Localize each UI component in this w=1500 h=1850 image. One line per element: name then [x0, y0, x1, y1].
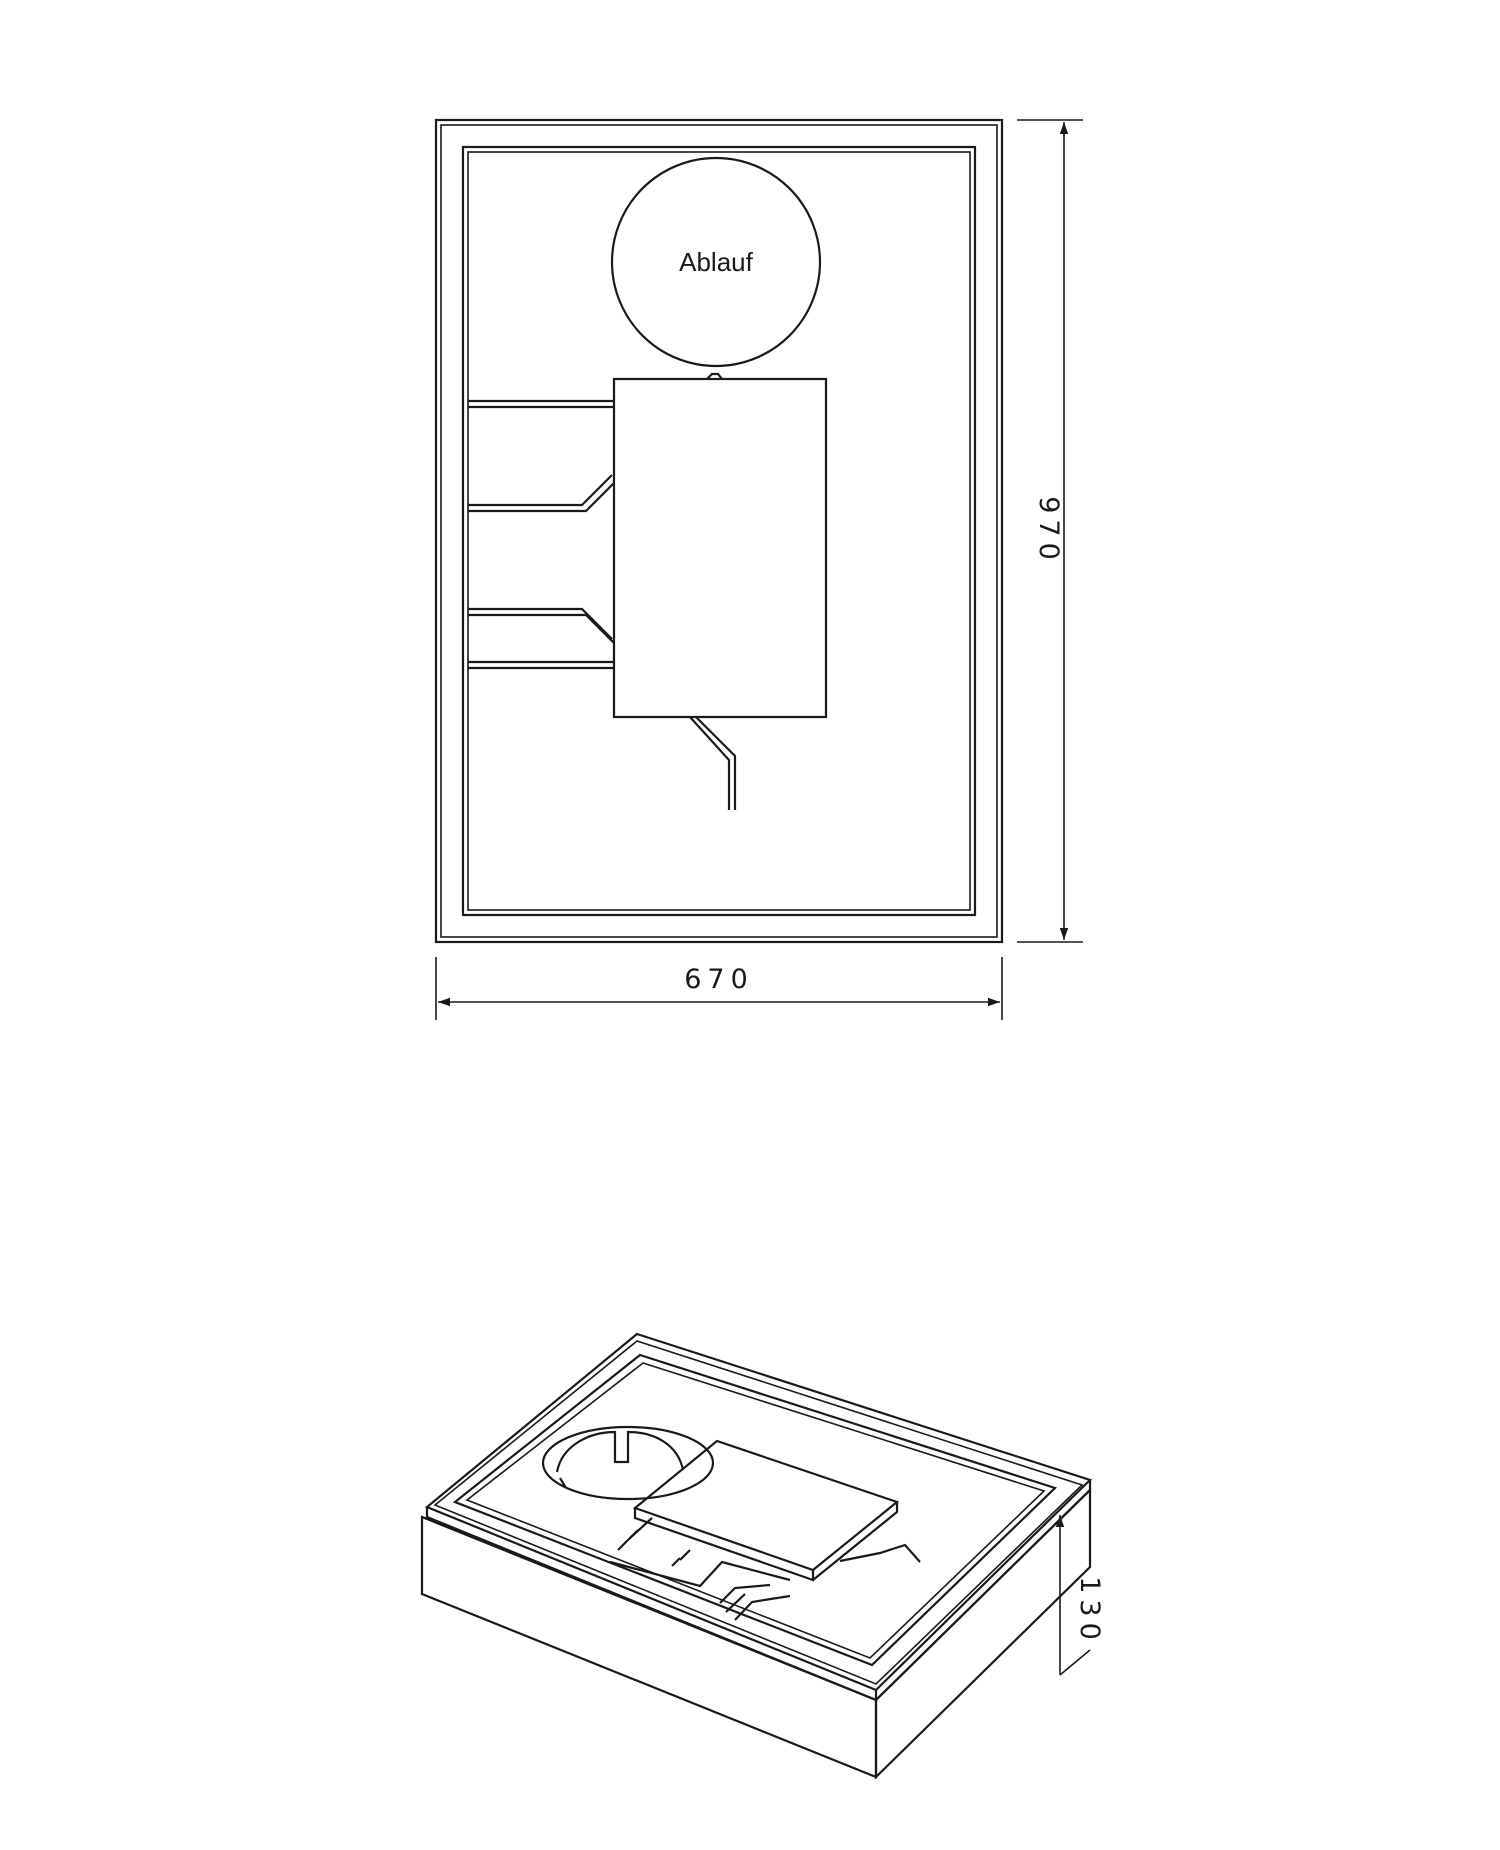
support-plate: [612, 377, 828, 719]
base-front-face: [420, 1515, 878, 1779]
tray-outer-outline: [434, 118, 1004, 944]
tray-inner-rim: [452, 1353, 1058, 1667]
tray-lip-front: [425, 1507, 878, 1702]
drain-circle: [610, 156, 822, 368]
drain-channels: [468, 372, 737, 810]
support-plate-iso: [632, 1439, 900, 1582]
top-view: Ablauf 670 970: [434, 118, 1083, 1020]
height-dimension: 130: [1055, 1515, 1105, 1676]
drain-channels-iso: [609, 1517, 921, 1621]
tray-inner-rim: [461, 145, 977, 917]
isometric-view: 130: [420, 1332, 1105, 1780]
base-right-face: [874, 1487, 1092, 1780]
length-dimension-label: 970: [1033, 496, 1064, 566]
tray-inner-rim-inner: [465, 1362, 1046, 1659]
tray-top-outer-inner: [433, 1340, 1084, 1685]
width-dimension: 670: [435, 957, 1003, 1020]
tray-outer-outline-inner: [440, 124, 998, 938]
width-dimension-label: 670: [684, 964, 754, 995]
tray-inner-rim-inner: [467, 151, 971, 911]
height-dimension-label: 130: [1074, 1576, 1105, 1646]
tray-lip-right: [875, 1480, 1092, 1701]
length-dimension: 970: [1017, 119, 1083, 943]
drain-label: Ablauf: [679, 247, 753, 277]
drain-opening: [541, 1425, 715, 1501]
